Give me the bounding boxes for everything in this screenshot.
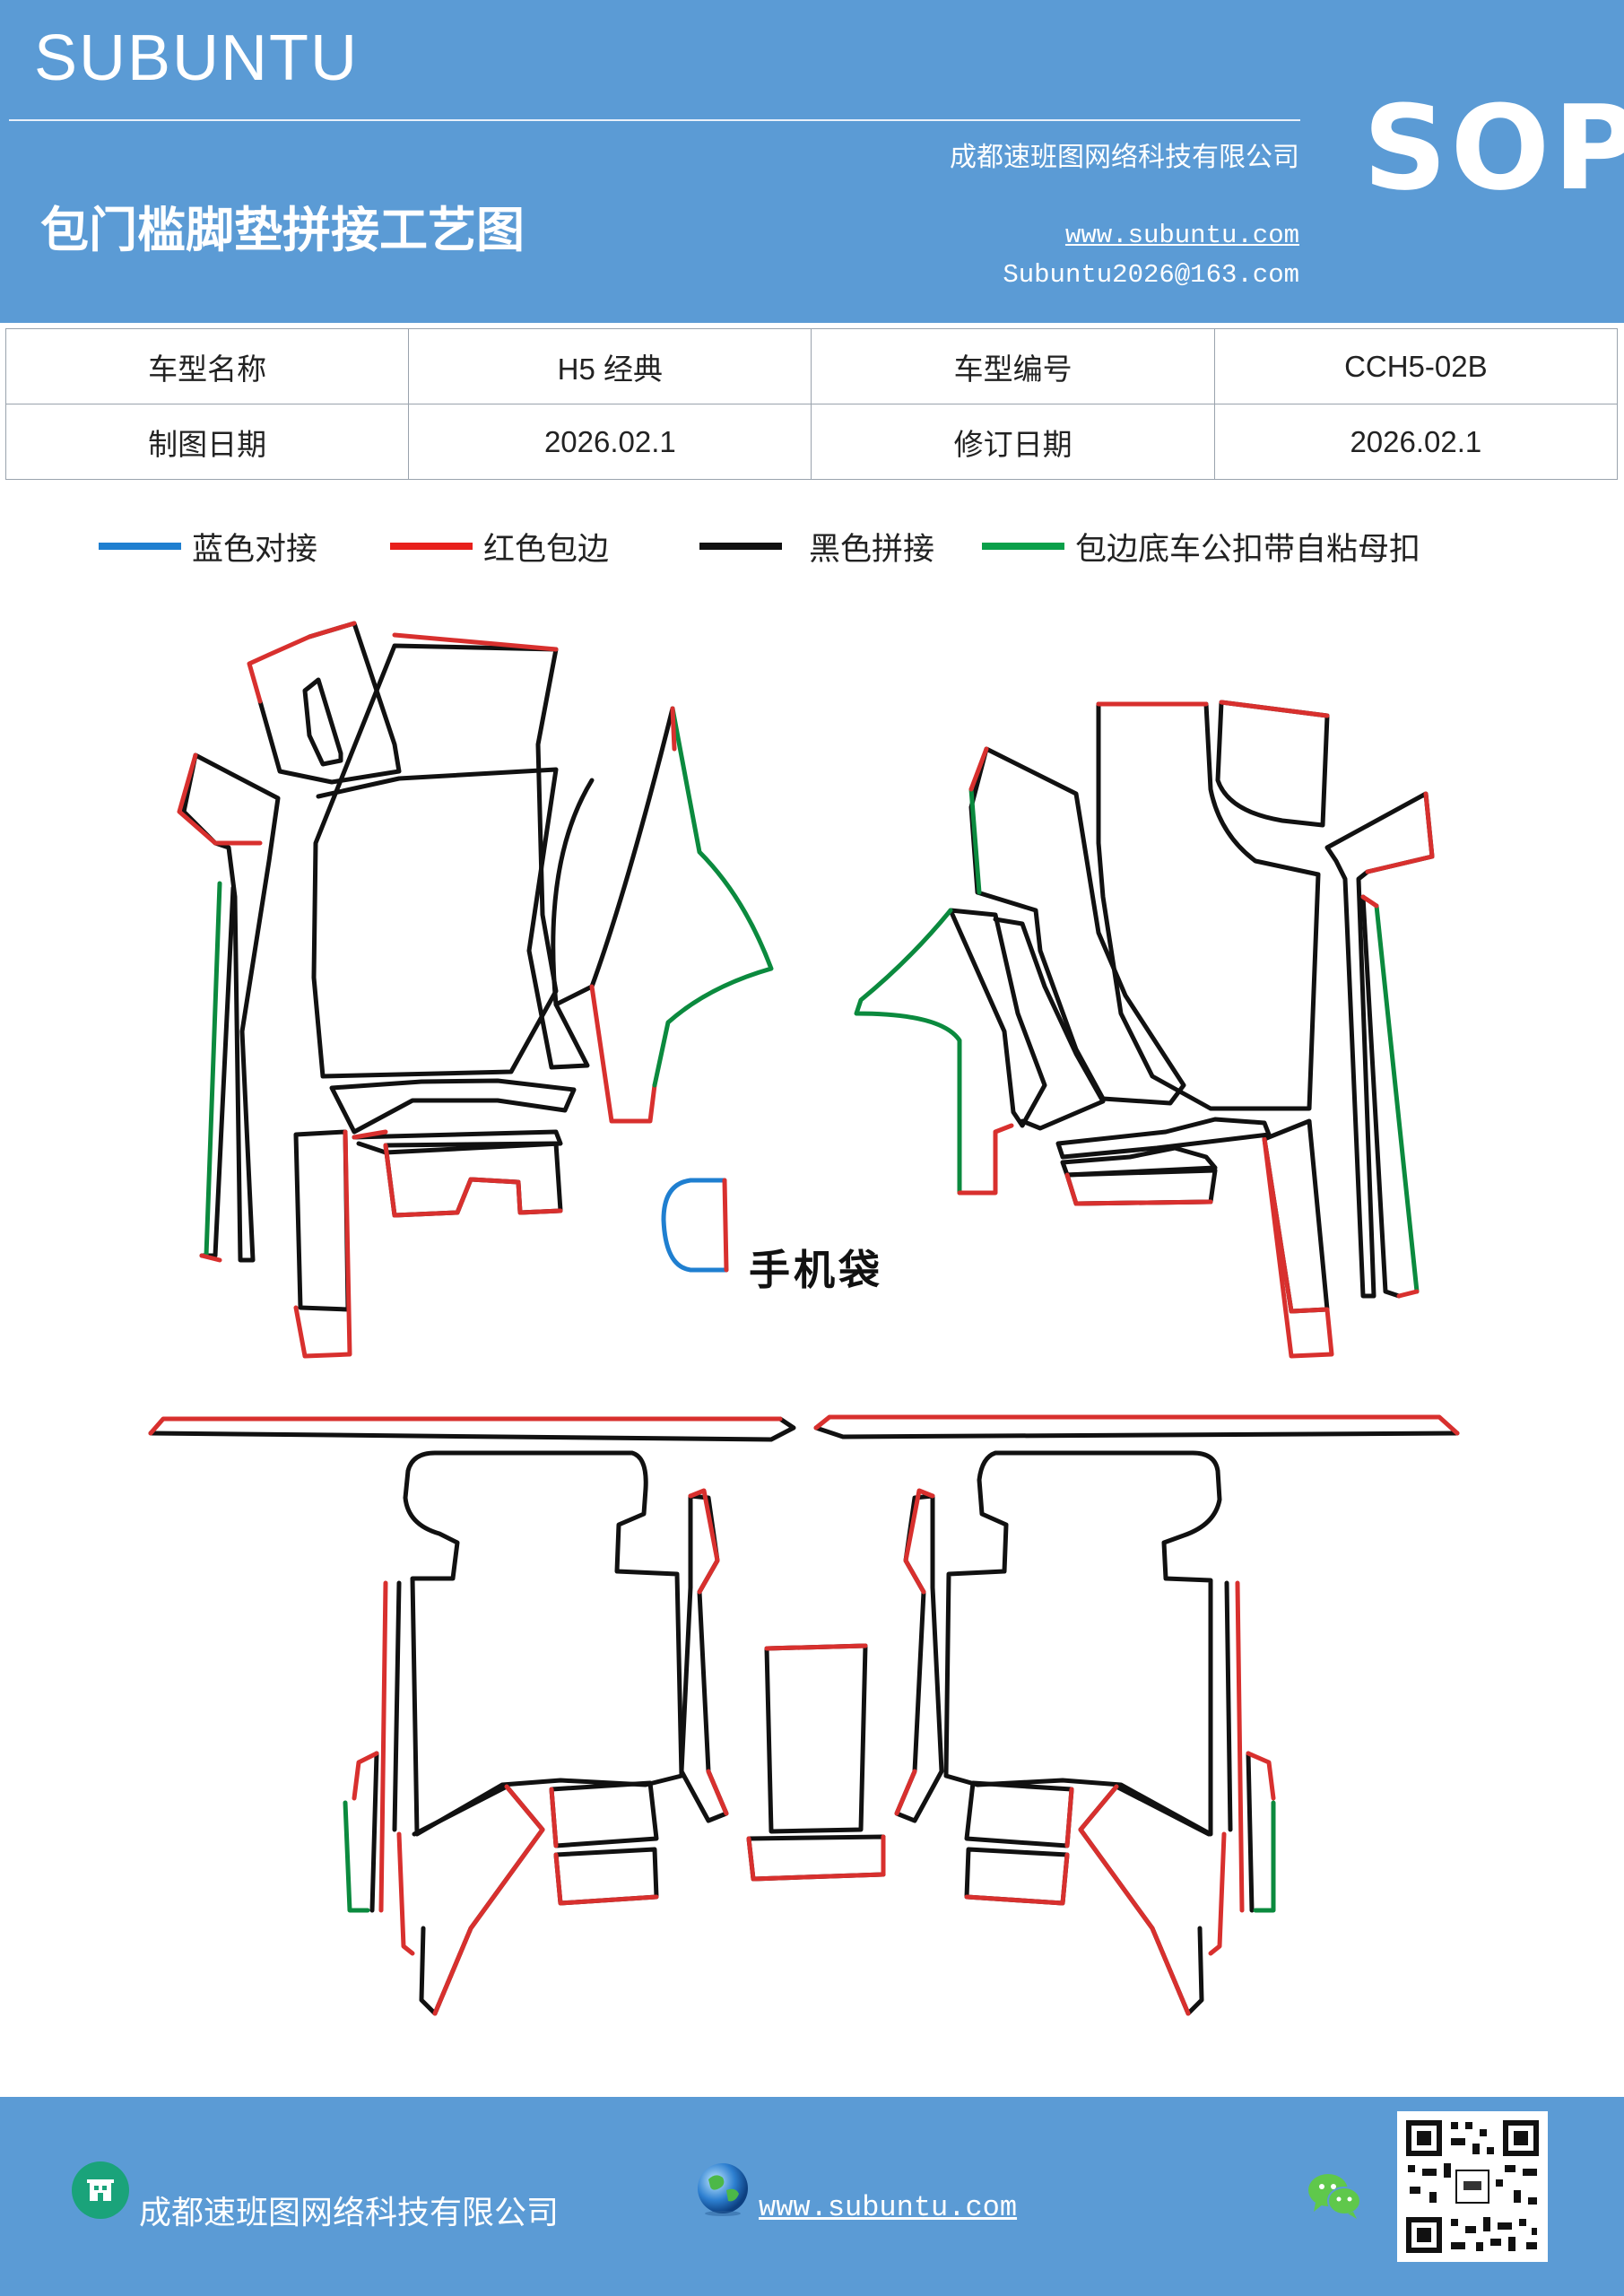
sill-strip-left — [148, 1416, 796, 1442]
mat-piece — [943, 1450, 1222, 1837]
mat-piece — [403, 1450, 684, 1837]
qr-code — [1397, 2111, 1548, 2262]
legend-green: 包边底车公扣带自粘母扣 — [982, 524, 1420, 569]
email-address: Subuntu2026@163.com — [1003, 260, 1299, 290]
mat-piece — [293, 1129, 351, 1312]
mat-piece — [746, 1834, 886, 1882]
brand-logo: SUBUNTU — [34, 22, 360, 94]
legend-label: 红色包边 — [483, 531, 610, 568]
globe-icon — [698, 2163, 748, 2216]
sop-badge: SOP — [1363, 80, 1624, 216]
footer-website-link[interactable]: www.subuntu.com — [759, 2191, 1018, 2224]
legend-label: 黑色拼接 — [809, 531, 935, 568]
draw-date-value: 2026.02.1 — [408, 404, 812, 480]
vehicle-info-table: 车型名称 H5 经典 车型编号 CCH5-02B 制图日期 2026.02.1 … — [4, 328, 1619, 480]
mat-piece — [948, 908, 1047, 1128]
mat-piece — [964, 1847, 1070, 1906]
sill-strip-right — [813, 1425, 1460, 1439]
header-banner: SUBUNTU 成都速班图网络科技有限公司 包门槛脚垫拼接工艺图 www.sub… — [0, 0, 1624, 323]
bottom-right-mat-group — [894, 1450, 1276, 2016]
mat-piece — [316, 767, 595, 1070]
mat-piece — [302, 677, 343, 767]
company-name: 成都速班图网络科技有限公司 — [950, 142, 1299, 173]
mat-piece — [993, 917, 1106, 1131]
legend-swatch-blue — [99, 543, 181, 550]
model-name-label: 车型名称 — [4, 328, 410, 404]
top-right-mat-group — [854, 700, 1435, 1359]
legend-swatch-red — [390, 543, 473, 550]
building-icon — [72, 2161, 129, 2219]
mat-splice-diagram — [148, 621, 1460, 2016]
legend-red: 红色包边 — [390, 524, 609, 569]
mat-piece — [329, 1078, 577, 1135]
draw-date-label: 制图日期 — [4, 404, 410, 480]
table-row: 车型名称 H5 经典 车型编号 CCH5-02B — [4, 328, 1619, 404]
mat-piece — [553, 1847, 659, 1906]
mat-piece — [1096, 701, 1321, 1111]
wechat-icon[interactable] — [1305, 2169, 1364, 2221]
footer-company-name: 成都速班图网络科技有限公司 — [139, 2195, 560, 2231]
legend-label: 蓝色对接 — [192, 531, 318, 568]
legend-swatch-black — [699, 543, 782, 550]
model-code-value: CCH5-02B — [1213, 328, 1619, 404]
mat-piece — [764, 1643, 868, 1834]
website-link[interactable]: www.subuntu.com — [1064, 221, 1299, 250]
mat-piece — [311, 643, 559, 1079]
mat-piece — [412, 1784, 545, 2016]
legend-swatch-green — [982, 543, 1064, 550]
revision-date-label: 修订日期 — [811, 404, 1215, 480]
mat-piece — [553, 706, 675, 1007]
top-left-mat-group — [177, 621, 774, 1359]
legend-blue: 蓝色对接 — [99, 524, 317, 569]
legend-black: 黑色拼接 — [699, 524, 934, 569]
table-row: 制图日期 2026.02.1 修订日期 2026.02.1 — [4, 404, 1619, 480]
model-code-label: 车型编号 — [811, 328, 1215, 404]
bottom-left-mat-group — [343, 1450, 886, 2016]
phone-pocket-label: 手机袋 — [749, 1246, 883, 1294]
mat-piece — [1064, 1168, 1218, 1206]
mat-piece — [549, 1780, 659, 1848]
header-divider — [9, 119, 1300, 121]
sill-strips — [148, 1414, 1460, 1442]
model-name-value: H5 经典 — [408, 328, 812, 404]
document-title: 包门槛脚垫拼接工艺图 — [40, 201, 525, 258]
footer-banner: 成都速班图网络科技有限公司 www.subuntu.com — [0, 2097, 1624, 2296]
revision-date-value: 2026.02.1 — [1213, 404, 1619, 480]
phone-pocket — [661, 1178, 729, 1273]
mat-piece — [964, 1780, 1074, 1848]
legend-label: 包边底车公扣带自粘母扣 — [1075, 531, 1421, 568]
mat-piece — [1215, 700, 1330, 828]
